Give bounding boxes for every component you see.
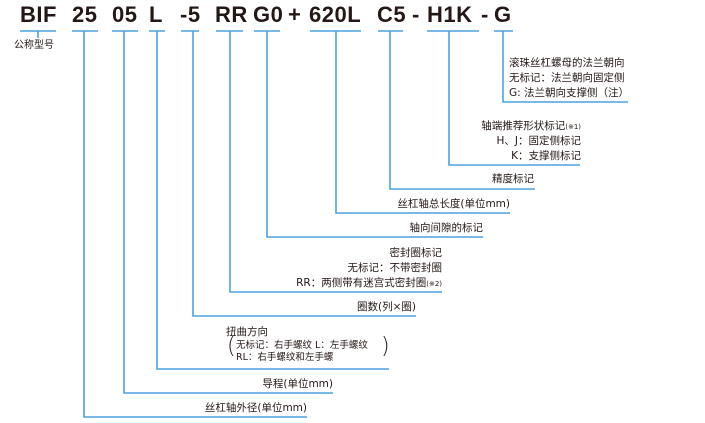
code-shaft-end: H1K <box>427 2 473 27</box>
label-thread-hand-options-2: RL：右手螺纹和左手螺 <box>236 352 334 363</box>
bracket-shaft-diameter <box>72 30 307 418</box>
code-circuits: -5 <box>180 2 201 27</box>
label-seal-rr-text: RR：两侧带有迷宫式密封圈 <box>296 277 427 289</box>
bracket-seal <box>216 30 442 293</box>
code-dash-1: - <box>412 2 420 27</box>
label-shaft-diameter: 丝杠轴外径(单位mm) <box>204 402 307 414</box>
label-lead: 导程(单位mm) <box>262 378 333 390</box>
code-lead: 05 <box>112 2 138 27</box>
label-shaft-end-title-text: 轴端推荐形状标记 <box>481 120 566 132</box>
paren-right: ) <box>381 334 390 359</box>
label-flange-title: 滚珠丝杠螺母的法兰朝向 <box>509 57 625 69</box>
bracket-bif <box>20 30 56 38</box>
bracket-flange <box>494 30 628 103</box>
note-ref-2: (※2) <box>426 280 442 288</box>
code-bif: BIF <box>20 2 57 27</box>
bracket-accuracy <box>378 30 535 190</box>
label-thread-hand-title: 扭曲方向 <box>226 326 268 338</box>
bracket-lead <box>112 30 333 394</box>
bracket-length <box>310 30 510 214</box>
bracket-shaft-end <box>427 30 580 166</box>
label-flange-g: G: 法兰朝向支撑侧（注） <box>509 87 630 99</box>
code-plus: + <box>288 2 302 27</box>
label-seal-none: 无标记：不带密封圈 <box>347 262 443 274</box>
code-dash-2: - <box>481 2 489 27</box>
bracket-preload <box>254 30 483 238</box>
code-preload: G0 <box>253 2 284 27</box>
label-seal-rr: RR：两侧带有迷宫式密封圈(※2) <box>296 276 442 292</box>
label-thread-hand-options-1: 无标记：右手螺纹 L：左手螺纹 <box>236 340 368 351</box>
label-accuracy: 精度标记 <box>492 173 534 185</box>
paren-left: ( <box>227 334 236 359</box>
note-ref-1: (※1) <box>565 123 581 131</box>
code-accuracy: C5 <box>377 2 407 27</box>
code-shaft-diameter: 25 <box>72 2 98 27</box>
label-shaft-end-hj: H、J：固定侧标记 <box>496 135 582 147</box>
label-model: 公称型号 <box>14 40 54 51</box>
label-seal-title: 密封圈标记 <box>389 247 443 259</box>
label-shaft-end-k: K：支撑侧标记 <box>511 150 581 162</box>
code-thread-hand: L <box>149 2 163 27</box>
code-seal: RR <box>215 2 248 27</box>
label-shaft-end-title: 轴端推荐形状标记(※1) <box>481 119 581 135</box>
code-flange: G <box>494 2 512 27</box>
label-circuits: 圈数(列×圈) <box>357 301 416 313</box>
label-flange-none: 无标记：法兰朝向固定侧 <box>509 72 625 84</box>
label-preload: 轴向间隙的标记 <box>409 222 484 234</box>
bracket-thread-hand <box>149 30 389 370</box>
bracket-circuits <box>181 30 416 317</box>
label-length: 丝杠轴总长度(单位mm) <box>397 198 510 210</box>
code-length: 620L <box>309 2 362 27</box>
